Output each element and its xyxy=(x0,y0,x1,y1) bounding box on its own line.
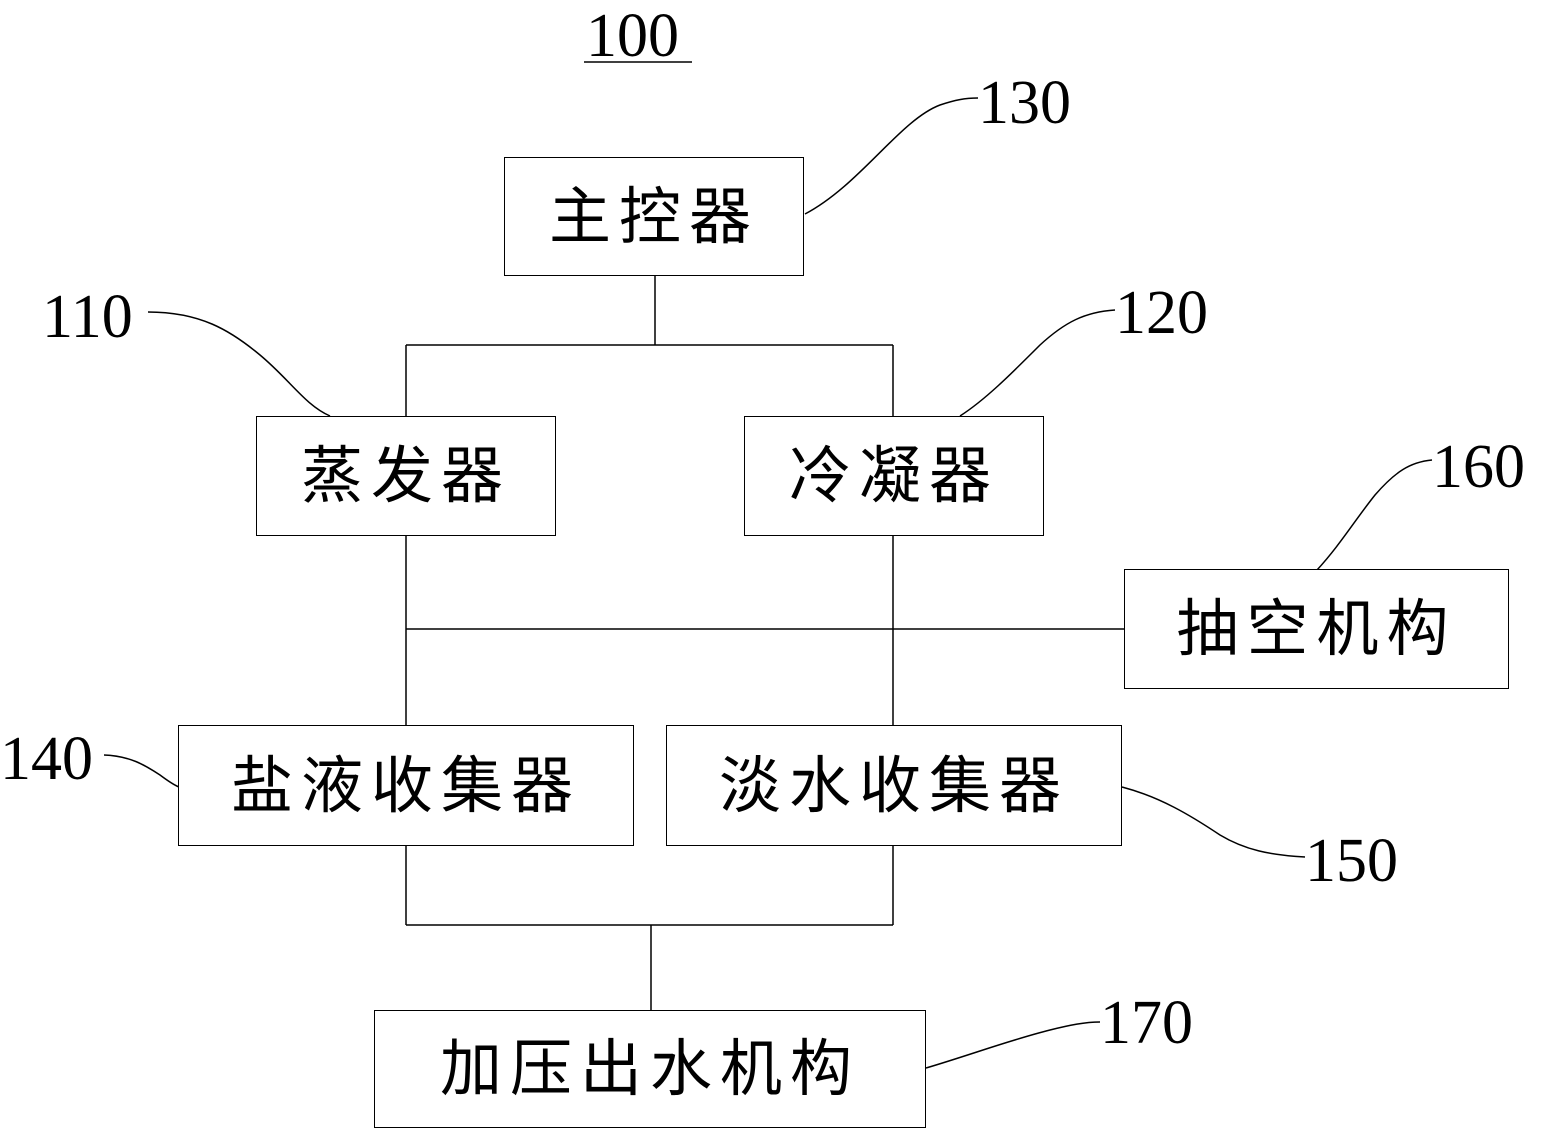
leader-140 xyxy=(103,754,180,788)
ref-140: 140 xyxy=(0,725,93,793)
fresh-water-collector-box: 淡水收集器 xyxy=(666,725,1122,846)
ref-110: 110 xyxy=(42,283,133,351)
fresh-water-collector-label: 淡水收集器 xyxy=(718,748,1069,822)
evaporator-box: 蒸发器 xyxy=(256,416,556,536)
condenser-box: 冷凝器 xyxy=(744,416,1044,536)
ref-170: 170 xyxy=(1100,989,1193,1057)
leader-150 xyxy=(1121,786,1306,858)
ref-160: 160 xyxy=(1432,433,1525,501)
pressurized-outlet-box: 加压出水机构 xyxy=(374,1010,926,1128)
condenser-label: 冷凝器 xyxy=(788,439,999,512)
pressurized-outlet-label: 加压出水机构 xyxy=(439,1032,860,1105)
brine-collector-label: 盐液收集器 xyxy=(230,748,581,822)
figure-number: 100 xyxy=(586,2,679,70)
leader-130 xyxy=(804,97,979,215)
brine-collector-box: 盐液收集器 xyxy=(178,725,634,846)
main-controller-label: 主控器 xyxy=(548,179,759,253)
ref-120: 120 xyxy=(1115,279,1208,347)
main-controller-box: 主控器 xyxy=(504,157,804,276)
leader-160 xyxy=(1316,459,1433,571)
vacuum-mechanism-box: 抽空机构 xyxy=(1124,569,1509,689)
ref-130: 130 xyxy=(978,69,1071,137)
leader-110 xyxy=(147,311,331,417)
leader-120 xyxy=(959,309,1116,417)
vacuum-mechanism-label: 抽空机构 xyxy=(1176,592,1457,665)
ref-150: 150 xyxy=(1305,827,1398,895)
leader-170 xyxy=(925,1021,1101,1069)
evaporator-label: 蒸发器 xyxy=(300,439,511,512)
